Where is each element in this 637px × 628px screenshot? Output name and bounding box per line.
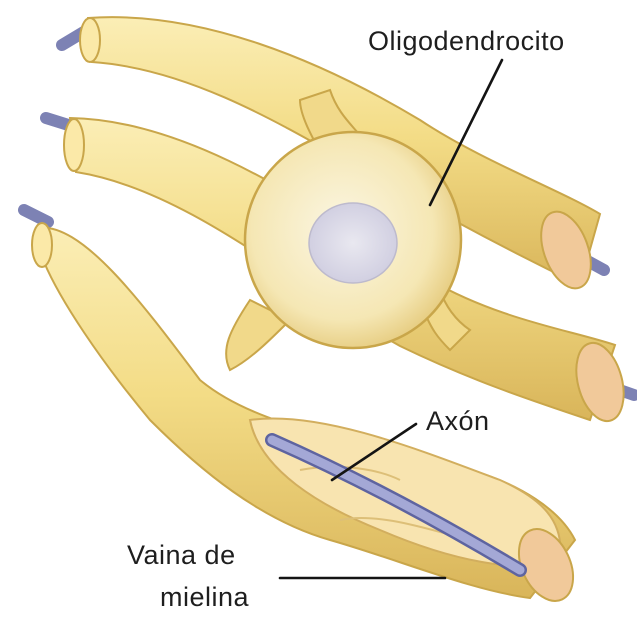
label-oligodendrocyte: Oligodendrocito: [368, 26, 565, 56]
axon-stub-low-left: [24, 210, 48, 222]
label-myelin-sheath-line2: mielina: [160, 582, 250, 612]
nucleus: [309, 203, 397, 283]
label-myelin-sheath-line1: Vaina de: [127, 540, 236, 570]
oligodendrocyte-cell-body: [245, 132, 461, 348]
label-axon: Axón: [426, 406, 490, 436]
